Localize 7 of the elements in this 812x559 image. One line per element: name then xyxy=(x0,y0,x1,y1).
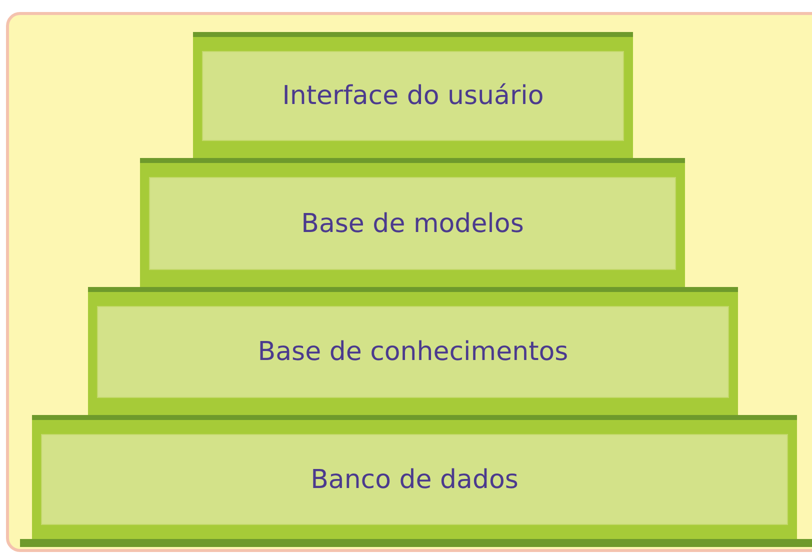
pyramid-tier xyxy=(193,32,633,159)
pyramid-tier xyxy=(140,158,685,288)
tier-label: Base de conhecimentos xyxy=(97,306,729,398)
tier-label: Banco de dados xyxy=(41,434,788,525)
tier-label: Interface do usuário xyxy=(202,51,624,141)
tier-label: Base de modelos xyxy=(149,177,676,270)
pyramid-tier xyxy=(88,287,738,416)
